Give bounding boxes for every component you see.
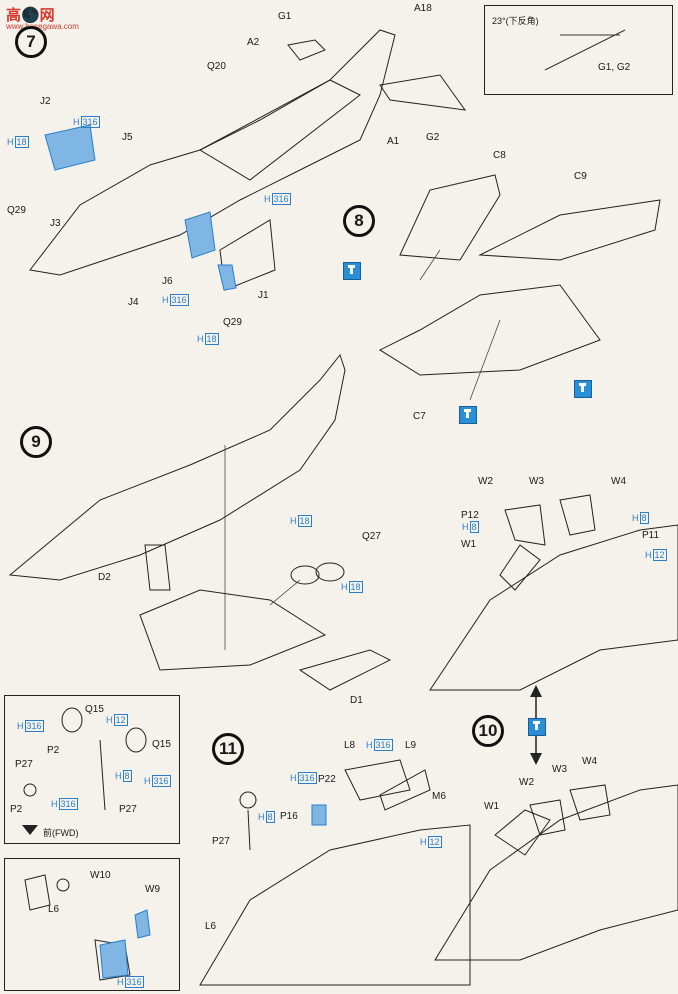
callout-parts: G1, G2 bbox=[598, 62, 631, 73]
label-w1-lower: W1 bbox=[484, 801, 499, 812]
label-p16: P16 bbox=[280, 811, 298, 822]
label-w4-upper: W4 bbox=[611, 476, 626, 487]
landing-gear-inset bbox=[4, 695, 180, 844]
label-p27-upper: P27 bbox=[15, 759, 33, 770]
cement-icon bbox=[343, 262, 361, 280]
watermark-url: www.hasegawa.com bbox=[6, 22, 79, 31]
dihedral-callout-box bbox=[484, 5, 673, 95]
label-q15-right: Q15 bbox=[152, 739, 171, 750]
label-d2: D2 bbox=[98, 572, 111, 583]
label-a18: A18 bbox=[414, 3, 432, 14]
label-p22: P22 bbox=[318, 774, 336, 785]
label-p12: P12 bbox=[461, 510, 479, 521]
label-q20: Q20 bbox=[207, 61, 226, 72]
label-d1: D1 bbox=[350, 695, 363, 706]
cement-icon bbox=[528, 718, 546, 736]
label-q27: Q27 bbox=[362, 531, 381, 542]
label-forward: 前(FWD) bbox=[43, 828, 79, 838]
label-w1-upper: W1 bbox=[461, 539, 476, 550]
label-j3: J3 bbox=[50, 218, 61, 229]
label-w2-upper: W2 bbox=[478, 476, 493, 487]
label-w3-upper: W3 bbox=[529, 476, 544, 487]
step-11-badge: 11 bbox=[212, 733, 244, 765]
label-w3-lower: W3 bbox=[552, 764, 567, 775]
label-w9: W9 bbox=[145, 884, 160, 895]
label-m6: M6 bbox=[432, 791, 446, 802]
label-c7: C7 bbox=[413, 411, 426, 422]
label-p2-upper: P2 bbox=[47, 745, 60, 756]
label-j1: J1 bbox=[258, 290, 269, 301]
label-l6-inset: L6 bbox=[48, 904, 60, 915]
label-j4: J4 bbox=[128, 297, 139, 308]
step-9-badge: 9 bbox=[20, 426, 52, 458]
label-w4-lower: W4 bbox=[582, 756, 597, 767]
step-8-badge: 8 bbox=[343, 205, 375, 237]
label-c8: C8 bbox=[493, 150, 506, 161]
canopy-inset bbox=[4, 858, 180, 991]
label-a1: A1 bbox=[387, 136, 400, 147]
label-g1: G1 bbox=[278, 11, 292, 22]
label-q15-left: Q15 bbox=[85, 704, 104, 715]
callout-angle: 23°(下反角) bbox=[492, 16, 539, 26]
label-p27-lower: P27 bbox=[119, 804, 137, 815]
label-q29-lower: Q29 bbox=[223, 317, 242, 328]
label-l8: L8 bbox=[344, 740, 356, 751]
step-7-badge: 7 bbox=[15, 26, 47, 58]
watermark-logo: 高🌑网 bbox=[6, 7, 55, 24]
label-l9: L9 bbox=[405, 740, 417, 751]
label-j2: J2 bbox=[40, 96, 51, 107]
label-p2-lower: P2 bbox=[10, 804, 23, 815]
label-j6: J6 bbox=[162, 276, 173, 287]
label-l6-step11: L6 bbox=[205, 921, 217, 932]
label-w10: W10 bbox=[90, 870, 111, 881]
label-c9: C9 bbox=[574, 171, 587, 182]
step-10-badge: 10 bbox=[472, 715, 504, 747]
cement-icon bbox=[459, 406, 477, 424]
label-p11: P11 bbox=[642, 530, 660, 541]
label-j5: J5 bbox=[122, 132, 133, 143]
cement-icon bbox=[574, 380, 592, 398]
label-w2-lower: W2 bbox=[519, 777, 534, 788]
label-q29-upper: Q29 bbox=[7, 205, 26, 216]
label-a2: A2 bbox=[247, 37, 260, 48]
label-p27-step11: P27 bbox=[212, 836, 230, 847]
label-g2: G2 bbox=[426, 132, 440, 143]
